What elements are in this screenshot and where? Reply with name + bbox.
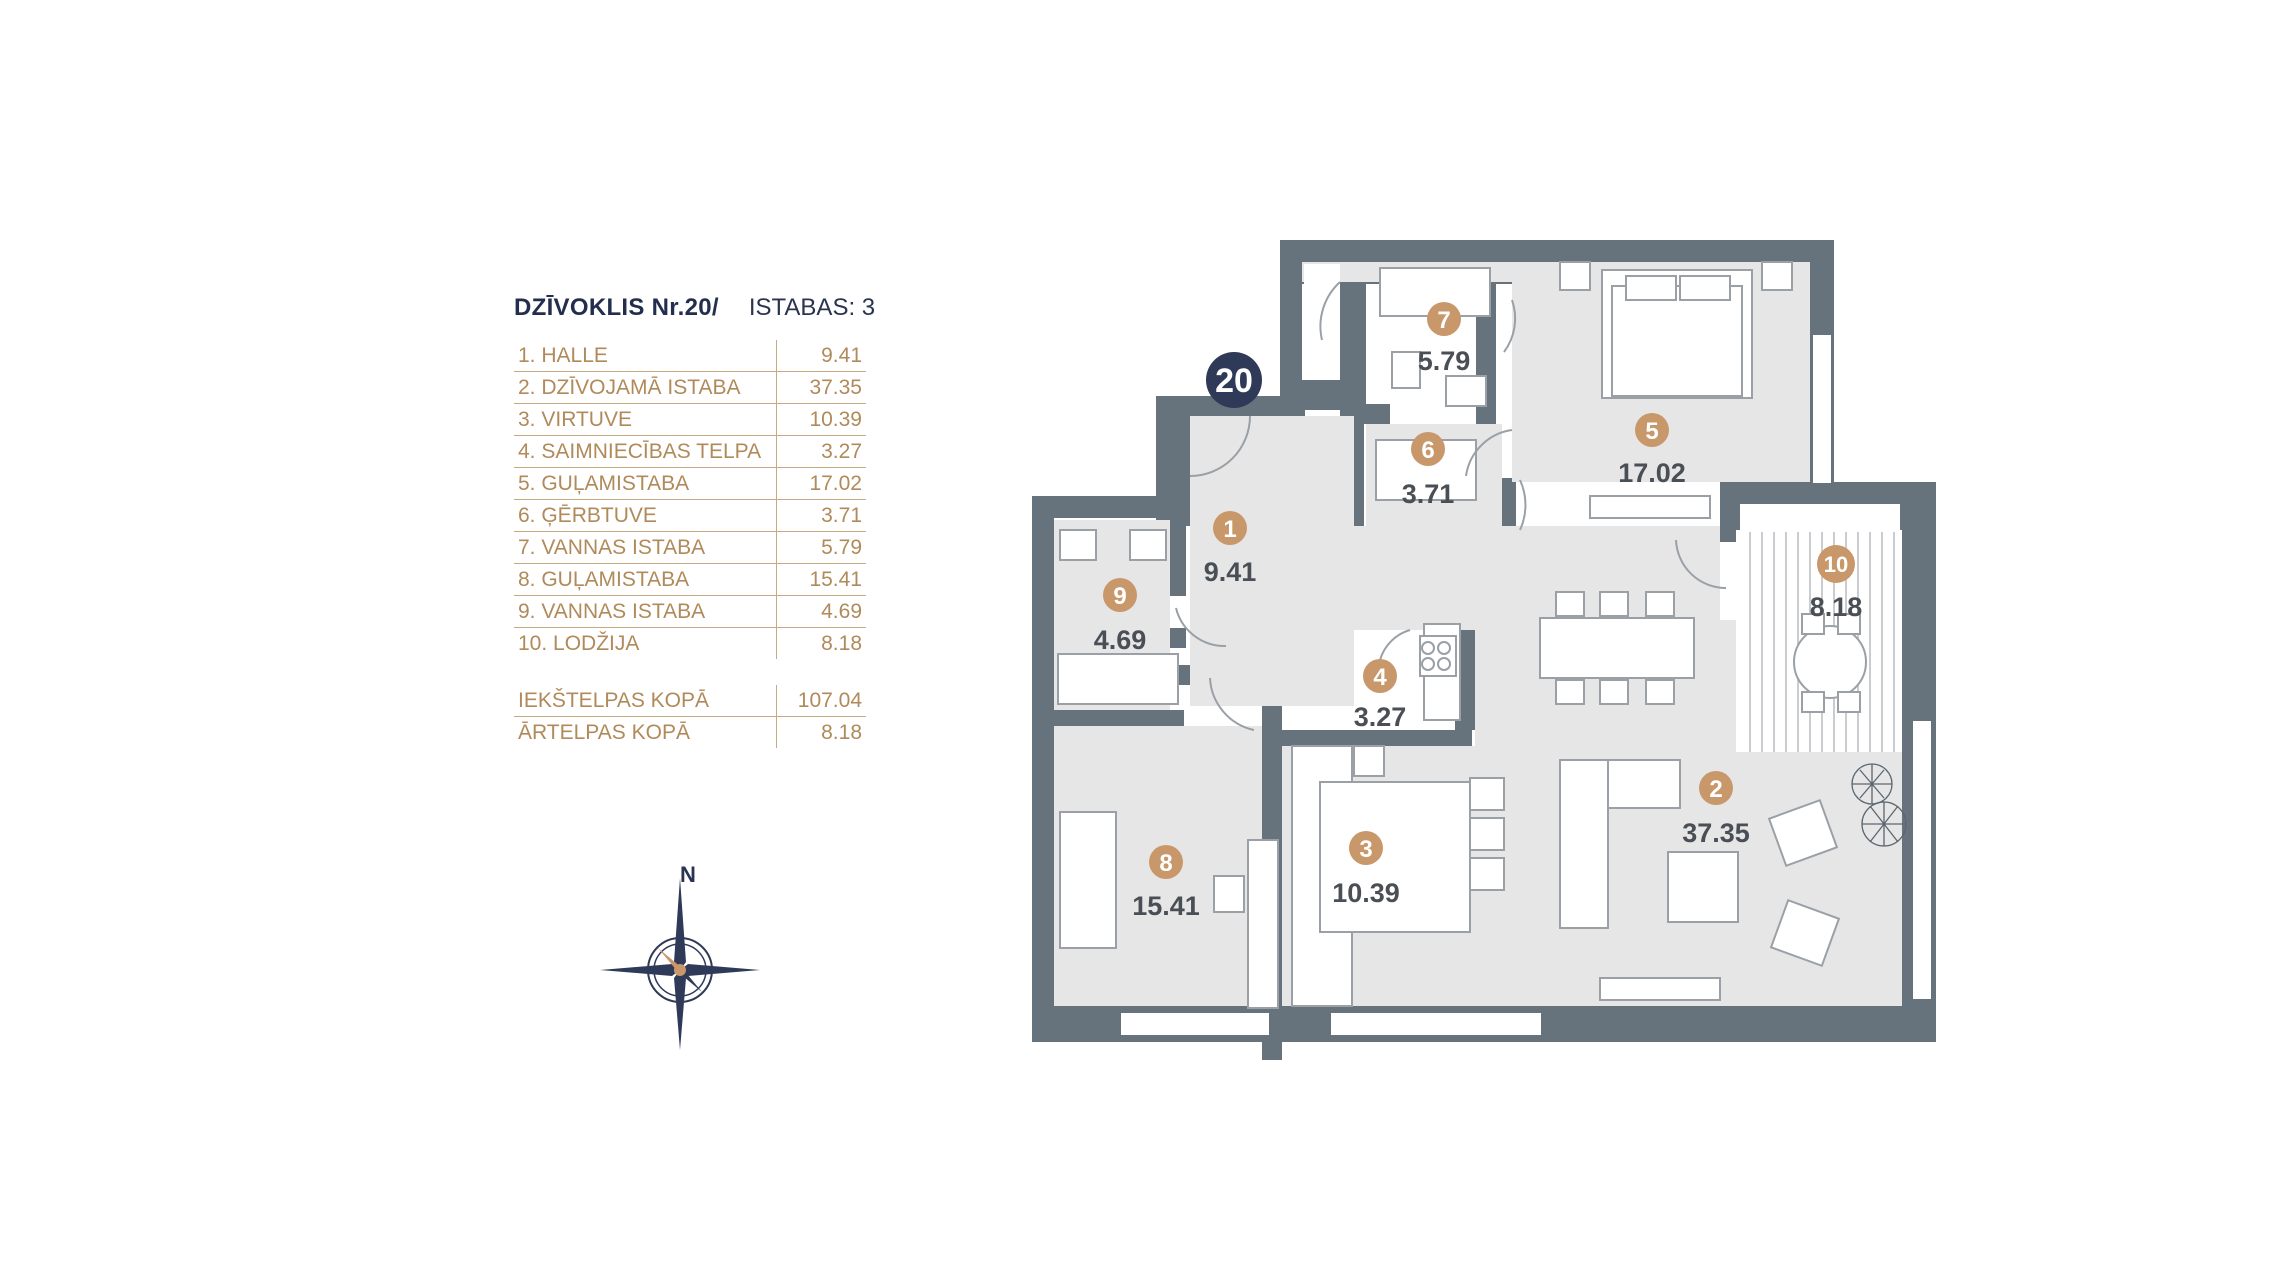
room-badge	[1427, 302, 1461, 336]
room-area-label: 5.79	[1418, 346, 1471, 376]
apartment-title: DZĪVOKLIS Nr.20/	[514, 294, 719, 321]
total-area: 8.18	[776, 717, 866, 748]
room-badge	[1349, 831, 1383, 865]
room-area: 10.39	[776, 404, 866, 435]
legend-row: 5. GUĻAMISTABA 17.02	[514, 468, 866, 500]
room-area: 15.41	[776, 564, 866, 595]
room-badge-text: 4	[1373, 664, 1387, 691]
total-label: IEKŠTELPAS KOPĀ	[518, 688, 710, 712]
room-badge	[1149, 845, 1183, 879]
room-badge-text: 10	[1824, 552, 1848, 577]
legend-row: 8. GUĻAMISTABA 15.41	[514, 564, 866, 596]
room-area: 4.69	[776, 596, 866, 627]
room-area: 8.18	[776, 628, 866, 659]
rooms-count: ISTABAS: 3	[748, 294, 876, 321]
room-badge-text: 2	[1709, 776, 1722, 803]
door-swings	[1175, 299, 1727, 731]
furniture	[1057, 261, 1867, 1009]
room-name: 9. VANNAS ISTABA	[518, 599, 706, 623]
room-name: 5. GUĻAMISTABA	[518, 471, 690, 495]
room-name: 1. HALLE	[518, 343, 608, 367]
room-badge-text: 1	[1223, 516, 1236, 543]
room-badge	[1635, 413, 1669, 447]
room-badge	[1817, 545, 1855, 583]
room-area: 5.79	[776, 532, 866, 563]
legend-row: 10. LODŽIJA 8.18	[514, 628, 866, 659]
legend-row: 4. SAIMNIECĪBAS TELPA 3.27	[514, 436, 866, 468]
room-name: 3. VIRTUVE	[518, 407, 632, 431]
room-name: 8. GUĻAMISTABA	[518, 567, 690, 591]
compass-rose-icon	[600, 878, 760, 1050]
room-markers: 1 9.41 2 37.35 3 10.39 4 3.27 5 17.02 6 …	[1094, 302, 1863, 921]
room-area-label: 9.41	[1204, 557, 1257, 587]
totals-list: IEKŠTELPAS KOPĀ 107.04 ĀRTELPAS KOPĀ 8.18	[514, 685, 866, 748]
room-name: 7. VANNAS ISTABA	[518, 535, 706, 559]
room-badge	[1411, 432, 1445, 466]
room-name: 2. DZĪVOJAMĀ ISTABA	[518, 375, 741, 399]
room-badge	[1213, 511, 1247, 545]
room-badge-text: 3	[1359, 836, 1372, 863]
room-name: 10. LODŽIJA	[518, 631, 640, 655]
room-area: 3.71	[776, 500, 866, 531]
room-area: 37.35	[776, 372, 866, 403]
room-area-label: 17.02	[1618, 458, 1686, 488]
unit-badge	[1206, 352, 1262, 408]
room-list: 1. HALLE 9.41 2. DZĪVOJAMĀ ISTABA 37.35 3.…	[514, 340, 866, 659]
legend-row: 6. ĢĒRBTUVE 3.71	[514, 500, 866, 532]
room-badge-text: 9	[1113, 583, 1126, 610]
legend-row: 2. DZĪVOJAMĀ ISTABA 37.35	[514, 372, 866, 404]
total-area: 107.04	[776, 685, 866, 716]
legend-row: 9. VANNAS ISTABA 4.69	[514, 596, 866, 628]
stair-well	[1304, 264, 1340, 380]
room-area: 3.27	[776, 436, 866, 467]
room-badge-text: 8	[1159, 850, 1172, 877]
room-area-label: 15.41	[1132, 891, 1200, 921]
room-area-label: 10.39	[1332, 878, 1400, 908]
room-name: 6. ĢĒRBTUVE	[518, 503, 657, 527]
stair-arc	[1319, 281, 1341, 341]
windows	[1119, 333, 1933, 1037]
legend-row: 7. VANNAS ISTABA 5.79	[514, 532, 866, 564]
total-label: ĀRTELPAS KOPĀ	[518, 720, 690, 744]
room-badge	[1103, 578, 1137, 612]
compass-north-label: N	[680, 862, 696, 887]
legend-row: 3. VIRTUVE 10.39	[514, 404, 866, 436]
total-row: ĀRTELPAS KOPĀ 8.18	[514, 717, 866, 748]
plant-decor	[1851, 763, 1907, 847]
room-area-label: 3.71	[1402, 479, 1455, 509]
room-area: 9.41	[776, 340, 866, 371]
room-badge-text: 5	[1645, 418, 1658, 445]
room-badge-text: 7	[1437, 307, 1450, 334]
room-badge	[1363, 659, 1397, 693]
room-area-label: 8.18	[1810, 592, 1863, 622]
room-area-label: 4.69	[1094, 625, 1147, 655]
room-area-label: 37.35	[1682, 818, 1750, 848]
room-area-label: 3.27	[1354, 702, 1407, 732]
legend-row: 1. HALLE 9.41	[514, 340, 866, 372]
room-badge	[1699, 771, 1733, 805]
room-area: 17.02	[776, 468, 866, 499]
legend-header: DZĪVOKLIS Nr.20/ ISTABAS: 3	[514, 294, 875, 322]
unit-number: 20	[1215, 362, 1253, 400]
room-badge-text: 6	[1421, 437, 1434, 464]
room-legend: DZĪVOKLIS Nr.20/ ISTABAS: 3 1. HALLE 9.41…	[514, 294, 875, 748]
total-row: IEKŠTELPAS KOPĀ 107.04	[514, 685, 866, 717]
room-name: 4. SAIMNIECĪBAS TELPA	[518, 439, 762, 463]
